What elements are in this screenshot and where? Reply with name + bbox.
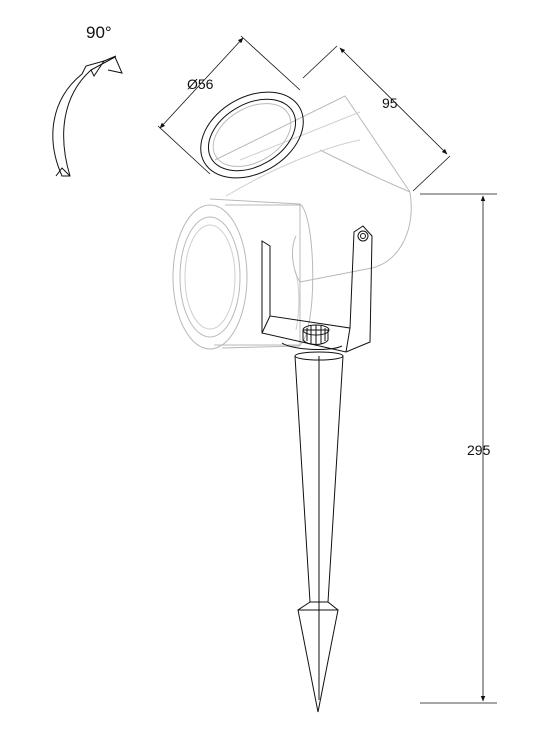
diameter-label: Ø56: [187, 76, 214, 92]
lens-ring: [200, 91, 304, 179]
head-length-label: 95: [382, 95, 398, 111]
rotation-indicator: 90°: [52, 23, 123, 177]
diameter-dimension: Ø56: [157, 35, 301, 175]
rotation-angle-label: 90°: [86, 23, 112, 42]
adjustment-knob: [302, 324, 330, 345]
lamp-head-rotated-ghost: [172, 198, 314, 350]
rotation-arrow-icon: [52, 55, 123, 177]
total-height-dimension: 295: [420, 193, 497, 704]
head-length-dimension: 95: [302, 45, 451, 192]
lamp-head-upright: [214, 95, 412, 283]
ground-spike: [294, 351, 344, 713]
mounting-bracket: [261, 225, 373, 353]
total-height-label: 295: [467, 442, 491, 458]
